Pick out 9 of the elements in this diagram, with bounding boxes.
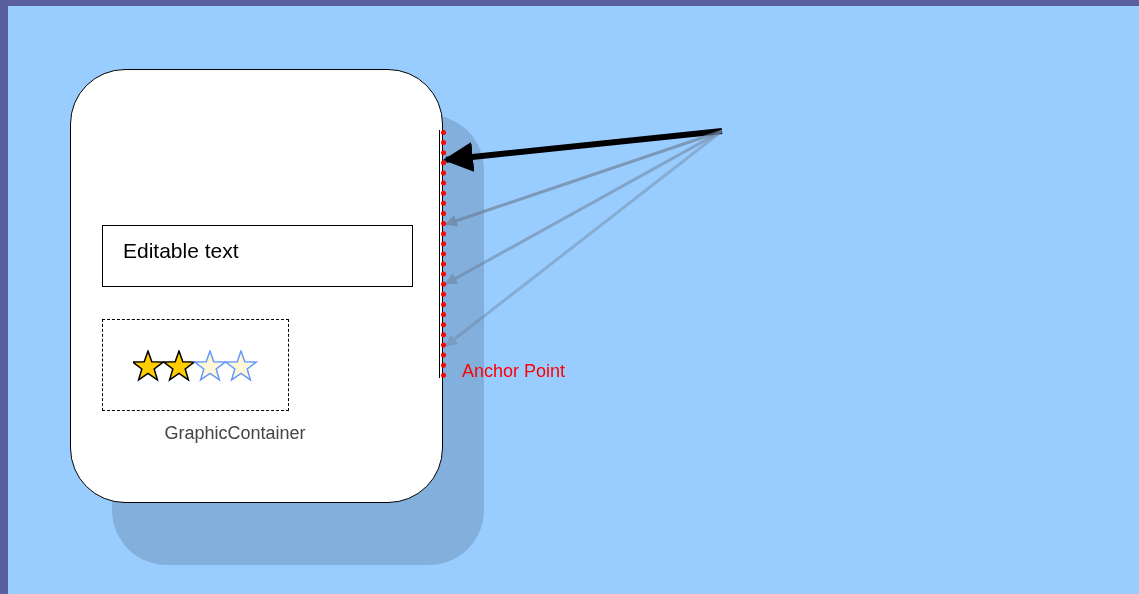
rounded-card bbox=[70, 69, 443, 503]
arrow bbox=[445, 129, 723, 347]
anchor-label: Anchor Point bbox=[462, 361, 566, 382]
graphic-container-box bbox=[102, 319, 289, 411]
arrow bbox=[443, 128, 723, 172]
container-caption: GraphicContainer bbox=[163, 423, 307, 444]
text-box: Editable text bbox=[102, 225, 413, 287]
arrow bbox=[444, 129, 723, 227]
anchor-line bbox=[439, 130, 446, 378]
